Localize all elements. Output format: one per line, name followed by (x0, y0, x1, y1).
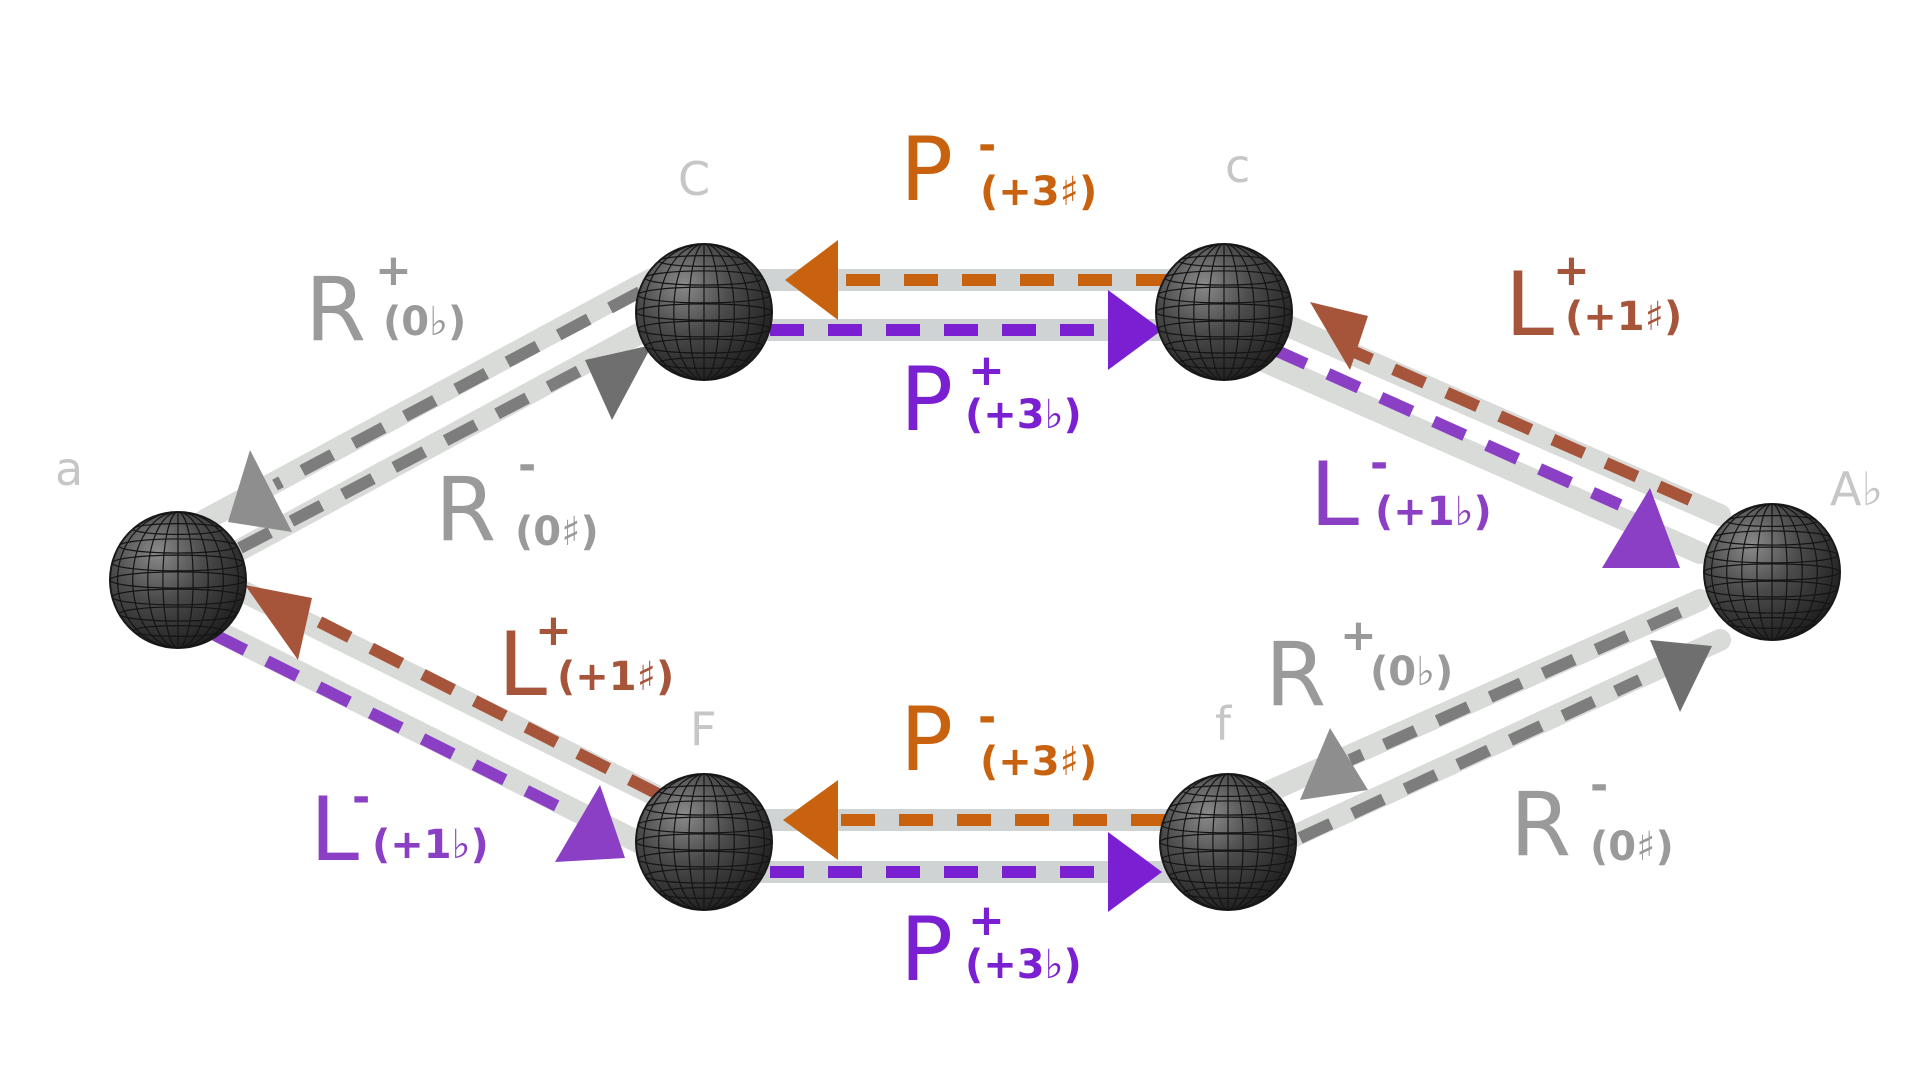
op-sign: + (1553, 245, 1590, 296)
label-a-F-L-minus: L - (+1♭) (310, 772, 489, 881)
label-a-F-L-plus: L + (+1♯) (498, 605, 674, 716)
edges (212, 274, 1693, 878)
op-sub: (0♭) (1370, 649, 1453, 695)
edge-labels: R + (0♭) R - (0♯) P - (+3♯) P + (+3♭) L … (305, 118, 1682, 1001)
edge-tracks (194, 269, 1731, 883)
label-a-C-R-plus: R + (0♭) (305, 245, 466, 361)
node-label-c: c (1225, 139, 1250, 193)
arrow-L-plus-to-a (245, 585, 312, 660)
op-letter: R (1265, 623, 1326, 726)
op-letter: L (1505, 253, 1554, 356)
op-letter: R (435, 458, 496, 561)
op-sign: + (968, 345, 1005, 396)
op-sub: (+3♯) (980, 169, 1097, 215)
node-labels: a C c A♭ f F (55, 139, 1883, 756)
arrow-L-minus-to-F (555, 785, 625, 862)
label-c-Ab-L-plus: L + (+1♯) (1505, 245, 1682, 356)
op-sign: - (1590, 760, 1608, 811)
label-F-f-P-minus: P - (+3♯) (900, 688, 1097, 791)
node-label-C: C (678, 152, 710, 206)
op-letter: P (900, 898, 953, 1001)
node-sphere-Ab (1703, 503, 1841, 641)
node-label-Ab: A♭ (1830, 462, 1883, 516)
op-sub: (+3♭) (965, 392, 1082, 438)
label-F-f-P-plus: P + (+3♭) (900, 895, 1082, 1001)
node-label-f: f (1215, 697, 1233, 751)
op-sign: - (978, 120, 996, 171)
op-letter: P (900, 118, 953, 221)
arrow-P-plus-to-f (1108, 832, 1162, 912)
op-sub: (+1♯) (1565, 294, 1682, 340)
edge-a-C-R-plus (272, 286, 643, 491)
op-sign: - (518, 440, 536, 491)
edge-f-Ab-R-minus (1297, 674, 1643, 844)
nodes (109, 243, 1841, 911)
node-sphere-C (635, 243, 773, 381)
op-sign: + (968, 895, 1005, 946)
label-C-c-P-minus: P - (+3♯) (900, 118, 1097, 221)
label-f-Ab-R-plus: R + (0♭) (1265, 610, 1453, 726)
op-sub: (+3♯) (980, 739, 1097, 785)
arrow-P-plus-to-c (1108, 290, 1162, 370)
label-c-Ab-L-minus: L - (+1♭) (1310, 438, 1492, 546)
edge-c-Ab-L-minus (1272, 344, 1623, 511)
op-sub: (+1♭) (1375, 489, 1492, 535)
op-sign: - (352, 772, 370, 823)
op-sub: (+1♭) (372, 822, 489, 868)
arrow-P-minus-to-C (785, 240, 838, 320)
op-sign: + (535, 605, 572, 656)
op-sign: - (978, 692, 996, 743)
node-sphere-f (1159, 773, 1297, 911)
node-label-a: a (55, 442, 83, 496)
arrowheads (228, 240, 1712, 912)
op-sub: (0♯) (1590, 824, 1674, 870)
edge-c-Ab-L-plus (1347, 344, 1693, 506)
arrow-R-plus-to-a (228, 450, 292, 532)
arrow-R-plus-to-f (1300, 728, 1368, 800)
op-letter: P (900, 688, 953, 791)
op-letter: L (498, 613, 547, 716)
node-label-F: F (690, 702, 716, 756)
op-letter: R (1510, 773, 1571, 876)
arrow-L-minus-to-Ab (1602, 488, 1680, 568)
arrow-R-minus-to-C (585, 345, 652, 420)
op-sign: + (375, 245, 412, 296)
edge-a-F-L-plus (297, 606, 663, 801)
arrow-R-minus-to-Ab (1650, 640, 1712, 712)
op-letter: P (900, 348, 953, 451)
op-sub: (+1♯) (557, 654, 674, 700)
op-letter: R (305, 258, 366, 361)
node-sphere-F (635, 773, 773, 911)
op-sub: (+3♭) (965, 942, 1082, 988)
op-sign: + (1340, 610, 1377, 661)
edge-f-Ab-R-plus (1347, 606, 1683, 766)
edge-a-F-L-minus (212, 629, 578, 821)
op-sub: (0♭) (383, 299, 466, 345)
label-C-c-P-plus: P + (+3♭) (900, 345, 1082, 451)
op-sign: - (1370, 438, 1388, 489)
node-sphere-c (1155, 243, 1293, 381)
arrow-L-plus-to-c (1310, 302, 1368, 370)
node-sphere-a (109, 511, 247, 649)
op-sub: (0♯) (515, 509, 599, 555)
edge-a-C-R-minus (237, 354, 603, 554)
op-letter: L (1310, 443, 1359, 546)
arrow-P-minus-to-F (783, 780, 838, 860)
label-f-Ab-R-minus: R - (0♯) (1510, 760, 1674, 876)
op-letter: L (310, 778, 359, 881)
label-a-C-R-minus: R - (0♯) (435, 440, 599, 561)
